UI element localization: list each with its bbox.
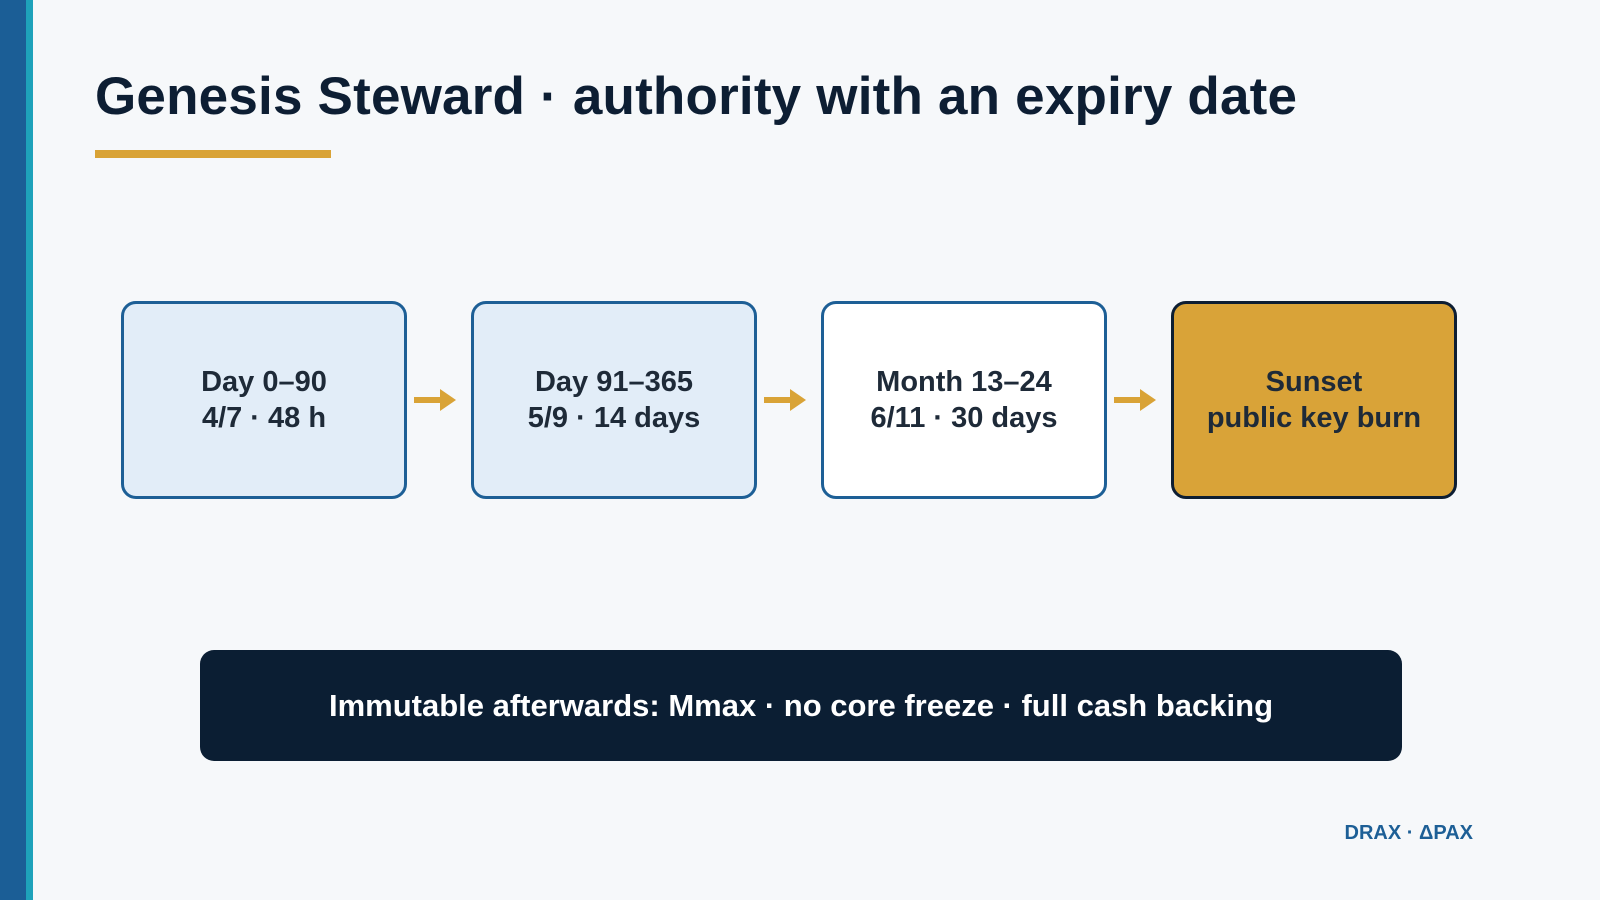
immutable-banner: Immutable afterwards: Mmax · no core fre… (200, 650, 1402, 761)
stage-period: Sunset (1265, 366, 1363, 398)
stage-threshold: public key burn (1206, 402, 1422, 434)
brand-footer: DRAX · ΔPAX (1344, 822, 1473, 844)
arrow-right-icon (414, 389, 456, 411)
stage-period: Month 13–24 (876, 366, 1052, 398)
banner-text: Immutable afterwards: Mmax · no core fre… (328, 687, 1274, 723)
stage-threshold: 5/9 · 14 days (527, 402, 701, 434)
left-accent-bar (0, 0, 26, 900)
stage-sunset: Sunset public key burn (1171, 301, 1457, 499)
stage-threshold: 6/11 · 30 days (870, 402, 1058, 434)
stage-day-91-365: Day 91–365 5/9 · 14 days (471, 301, 757, 499)
stage-period: Day 0–90 (201, 366, 327, 398)
page-title: Genesis Steward · authority with an expi… (95, 67, 1298, 126)
stage-threshold: 4/7 · 48 h (201, 402, 327, 434)
stage-period: Day 91–365 (534, 366, 694, 398)
left-accent-stripe (26, 0, 33, 900)
title-underline (95, 150, 331, 158)
stage-month-13-24: Month 13–24 6/11 · 30 days (821, 301, 1107, 499)
stage-day-0-90: Day 0–90 4/7 · 48 h (121, 301, 407, 499)
arrow-right-icon (1114, 389, 1156, 411)
arrow-right-icon (764, 389, 806, 411)
